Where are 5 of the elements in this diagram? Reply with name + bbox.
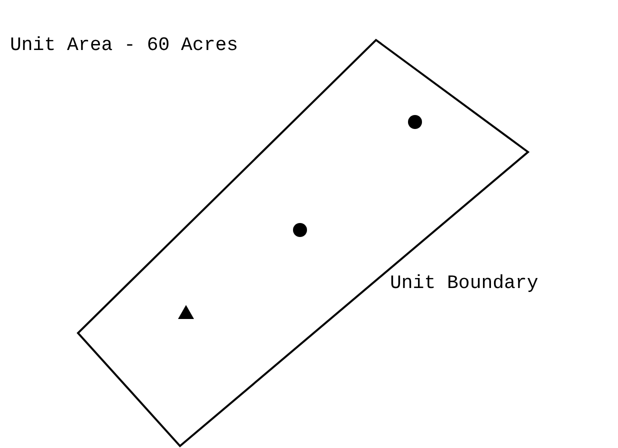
boundary-label: Unit Boundary: [390, 272, 538, 294]
area-label: Unit Area - 60 Acres: [10, 34, 238, 56]
well-dot: [291, 221, 309, 239]
well-dot: [406, 113, 424, 131]
well-triangle: [177, 303, 195, 321]
